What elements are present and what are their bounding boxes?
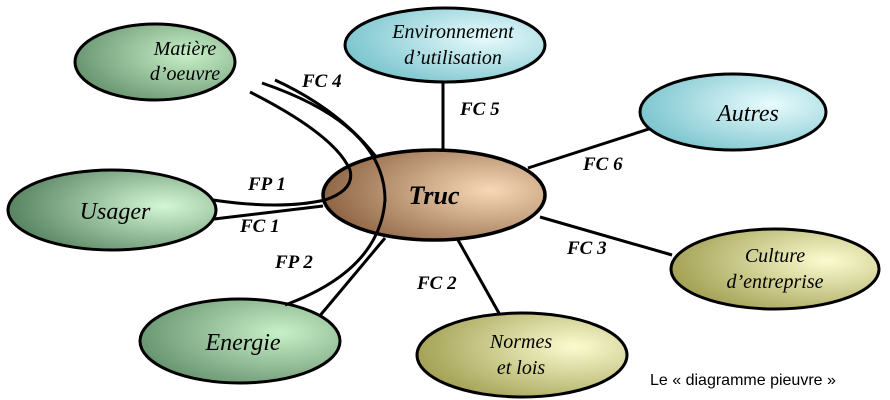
label-fc2: FC 2 bbox=[416, 273, 457, 294]
link-fc3 bbox=[539, 215, 673, 257]
link-fc6 bbox=[527, 126, 653, 170]
matiere-label-2: d’oeuvre bbox=[150, 63, 220, 85]
label-fc3: FC 3 bbox=[566, 238, 607, 259]
autres-label: Autres bbox=[715, 101, 779, 127]
node-culture bbox=[669, 227, 881, 311]
label-fp2: FP 2 bbox=[274, 252, 313, 273]
link-fc1 bbox=[213, 204, 324, 221]
node-energie bbox=[138, 297, 342, 385]
link-fc4 bbox=[274, 78, 379, 159]
link-energie bbox=[316, 237, 387, 319]
node-environnement bbox=[343, 6, 547, 84]
truc-label: Truc bbox=[408, 181, 459, 210]
node-truc bbox=[321, 148, 547, 242]
label-fc5: FC 5 bbox=[459, 99, 500, 120]
label-fc4: FC 4 bbox=[301, 71, 342, 92]
node-normes bbox=[415, 311, 629, 399]
node-usager bbox=[6, 168, 218, 252]
usager-label: Usager bbox=[80, 199, 151, 225]
link-fp1 bbox=[212, 90, 353, 207]
link-fp2 bbox=[261, 81, 387, 307]
environnement-label-1: Environnement bbox=[391, 21, 514, 43]
culture-label-2: d’entreprise bbox=[726, 271, 823, 293]
label-fp1: FP 1 bbox=[247, 174, 286, 195]
energie-label: Energie bbox=[204, 330, 280, 356]
normes-label-2: et lois bbox=[497, 357, 546, 379]
culture-label-1: Culture bbox=[745, 245, 805, 267]
link-fc2 bbox=[456, 239, 502, 316]
environnement-label-2: d’utilisation bbox=[404, 47, 502, 69]
label-fc1: FC 1 bbox=[239, 216, 280, 237]
normes-label-1: Normes bbox=[489, 331, 552, 353]
matiere-label-1: Matière bbox=[153, 38, 217, 60]
node-matiere bbox=[73, 22, 237, 102]
node-autres bbox=[638, 72, 828, 152]
diagram-caption: Le « diagramme pieuvre » bbox=[650, 372, 836, 389]
label-fc6: FC 6 bbox=[582, 154, 623, 175]
